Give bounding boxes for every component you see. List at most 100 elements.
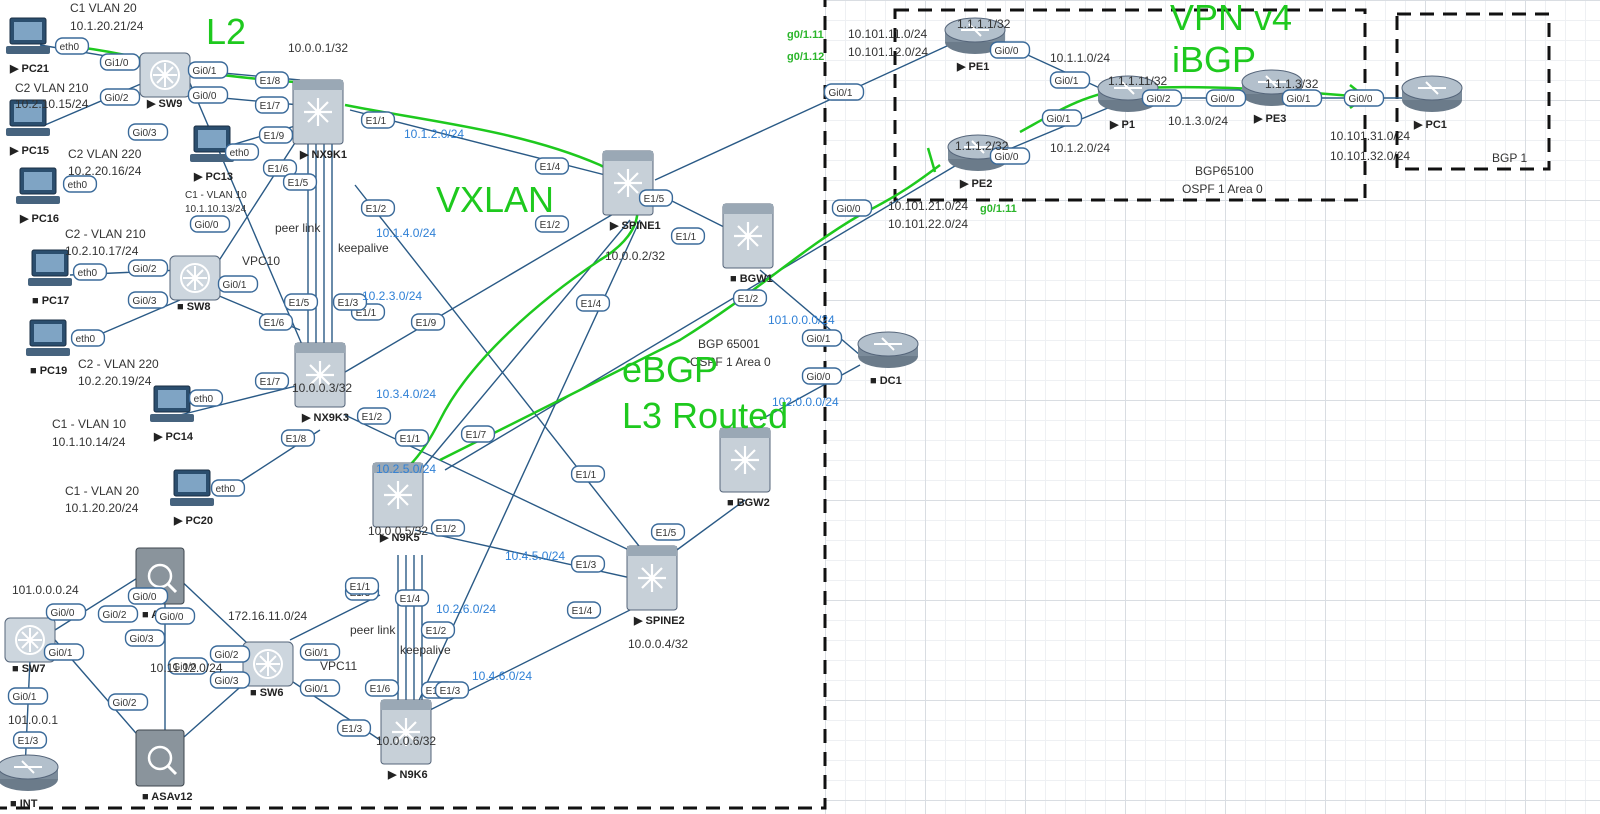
port-badge: Gi1/0 [99,53,141,71]
p1-pe3-subnet: 10.1.3.0/24 [1168,114,1228,128]
pe1-loopback: 1.1.1.1/32 [957,17,1011,31]
port-label: E1/2 [362,412,383,423]
port-badge: E1/1 [670,227,706,245]
grid-background [825,0,1600,814]
node-n9k6[interactable]: ▶ N9K6 [380,699,432,781]
node-label: ■ INT [10,798,38,810]
node-int[interactable]: ■ INT [0,754,59,810]
port-label: eth0 [78,268,98,279]
node-pc1[interactable]: ▶ PC1 [1401,75,1463,131]
node-pc13[interactable]: ▶ PC13 [190,125,234,183]
port-badge: E1/1 [344,577,380,595]
port-label: E1/2 [540,220,561,231]
port-badge: E1/2 [732,289,768,307]
node-label: ■ DC1 [870,375,902,387]
port-label: Gi0/0 [173,662,197,673]
node-dc1[interactable]: ■ DC1 [857,331,919,387]
port-badge: eth0 [224,143,260,161]
node-pc21[interactable]: ▶ PC21 [6,17,50,75]
pe1-subif-a: g0/1.11 [787,29,824,41]
port-badge: Gi0/0 [1343,89,1385,107]
port-label: Gi0/0 [1211,94,1235,105]
port-badge: E1/2 [356,407,392,425]
pc17-ip: 10.2.10.17/24 [65,244,139,258]
port-badge: Gi0/0 [189,215,231,233]
node-label: ■ BGW2 [727,497,770,509]
port-badge: E1/2 [534,215,570,233]
node-label: ▶ N9K6 [387,769,428,781]
node-pc20[interactable]: ▶ PC20 [170,469,214,527]
pc13-ip: 10.1.10.13/24 [185,204,247,215]
port-badge: Gi0/1 [43,643,85,661]
port-label: eth0 [216,484,236,495]
link [994,104,1116,156]
port-badge: E1/6 [258,313,294,331]
node-spine2[interactable]: ▶ SPINE2 [626,545,685,627]
port-badge: Gi0/1 [1049,71,1091,89]
port-badge: Gi0/2 [99,88,141,106]
port-label: E1/2 [366,204,387,215]
node-sw7[interactable]: ■ SW7 [4,617,56,675]
node-nx9k3[interactable]: ▶ NX9K3 [294,342,349,424]
node-label: ▶ PC20 [173,515,213,527]
node-pe2[interactable]: ▶ PE2 [947,134,1009,190]
port-badge: Gi0/1 [1041,109,1083,127]
port-label: E1/4 [572,606,593,617]
node-bgw2[interactable]: ■ BGW2 [719,427,771,509]
port-label: E1/7 [466,430,487,441]
port-badge: Gi0/1 [1281,89,1323,107]
port-label: Gi0/2 [1147,94,1171,105]
node-bgw1[interactable]: ■ BGW1 [722,203,774,285]
vxlan-annotation: VXLAN [436,179,554,220]
node-pc14[interactable]: ▶ PC14 [150,385,194,443]
node-sw9[interactable]: ▶ SW9 [139,52,191,110]
subnet-label: 10.2.6.0/24 [436,602,496,616]
pe3-loopback: 1.1.1.3/32 [1265,77,1319,91]
port-badge: Gi0/1 [187,61,229,79]
port-label: Gi0/1 [829,88,853,99]
node-label: ▶ P1 [1109,119,1135,131]
port-badge: E1/4 [394,589,430,607]
port-badge: E1/7 [460,425,496,443]
port-badge: E1/7 [254,96,290,114]
node-label: ■ PC19 [30,365,67,377]
subnet-label: 102.0.0.0/24 [772,395,839,409]
node-pc16[interactable]: ▶ PC16 [16,167,60,225]
node-pc15[interactable]: ▶ PC15 [6,99,50,157]
port-label: Gi0/2 [103,610,127,621]
link [409,599,651,721]
node-asav12[interactable]: ■ ASAv12 [135,729,192,803]
port-label: E1/5 [644,194,665,205]
labels-layer: C1 VLAN 20 10.1.20.21/24 C2 VLAN 210 10.… [8,0,1527,748]
pe2-subif: g0/1.11 [980,203,1017,215]
l2-annotation: L2 [206,11,246,52]
link [399,219,631,496]
node-label: ▶ SPINE1 [609,220,661,232]
node-sw8[interactable]: ■ SW8 [169,255,221,313]
vpnv4-annotation: VPN v4 [1170,0,1292,38]
port-label: Gi0/3 [133,128,157,139]
pe2-loopback: 1.1.1.2/32 [955,139,1009,153]
node-sw6[interactable]: ■ SW6 [242,641,294,699]
pc21-vlan: C1 VLAN 20 [70,1,137,15]
port-badge: Gi0/0 [831,199,873,217]
port-badge: E1/9 [258,126,294,144]
node-nx9k1[interactable]: ▶ NX9K1 [292,79,347,161]
port-badge: E1/2 [360,199,396,217]
spine2-loopback: 10.0.0.4/32 [628,637,688,651]
port-badge: E1/9 [410,313,446,331]
port-label: E1/5 [289,298,310,309]
pc21-ip: 10.1.20.21/24 [70,19,144,33]
port-label: Gi0/1 [807,334,831,345]
port-badge: E1/6 [262,159,298,177]
port-badge: E1/3 [570,555,606,573]
node-label: ■ PC17 [32,295,69,307]
port-badge: eth0 [62,175,98,193]
node-pc19[interactable]: ■ PC19 [26,319,70,377]
node-pc17[interactable]: ■ PC17 [28,249,72,307]
port-badge: eth0 [70,329,106,347]
link [349,109,626,181]
node-n9k5[interactable]: ▶ N9K5 [372,462,424,544]
port-badge: E1/2 [420,621,456,639]
